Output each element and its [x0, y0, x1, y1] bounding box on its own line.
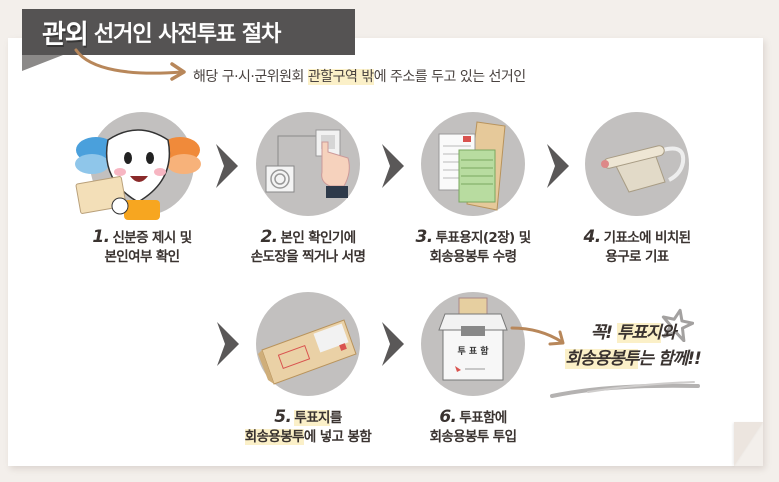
note-highlight: 회송용봉투: [565, 349, 639, 369]
note-highlight: 투표지: [616, 323, 662, 343]
step-6-circle: 투 표 함: [421, 292, 525, 396]
step-number: 4.: [583, 227, 602, 247]
curved-arrow-icon: [510, 326, 565, 346]
step-text: 신분증 제시 및: [112, 230, 192, 246]
subtitle-highlight: 관할구역 밖: [307, 69, 374, 85]
title-strong: 관외: [42, 19, 89, 50]
svg-text:투 표 함: 투 표 함: [457, 345, 489, 357]
ballot-box-icon: 투 표 함: [438, 297, 508, 381]
ballot-papers-envelope-icon: [438, 121, 506, 211]
step-5: 5.투표지를 회송용봉투에 넣고 봉함: [228, 292, 388, 447]
step-text: 에 넣고 봉함: [303, 429, 372, 445]
banner-tail: [22, 55, 63, 71]
step-4-circle: [585, 112, 689, 216]
chevron-right-icon: [382, 144, 404, 188]
step-5-circle: [256, 292, 360, 396]
step-number: 3.: [415, 227, 433, 247]
step-3-circle: [421, 112, 525, 216]
step-3: 3.투표용지(2장) 및 회송용봉투 수령: [393, 112, 553, 267]
content-card: [8, 38, 763, 466]
subtitle-part: 에 주소를 두고 있는 선거인: [373, 69, 526, 85]
step-text: 손도장을 찍거나 서명: [250, 249, 366, 265]
mascot-with-id-card-icon: [75, 129, 201, 220]
chevron-right-icon: [547, 144, 569, 188]
step-4-label: 4.기표소에 비치된 용구로 기표: [557, 228, 717, 267]
step-text: 본인 확인기에: [280, 230, 357, 246]
subtitle-part: 해당 구·시·군위원회: [193, 69, 308, 85]
step-text: 용구로 기표: [605, 249, 669, 265]
step-6-label: 6.투표함에 회송용봉투 투입: [393, 408, 553, 447]
page-fold-flap: [734, 422, 763, 466]
sealed-envelope-icon: [258, 319, 357, 385]
reminder-note: 꼭! 투표지와 회송용봉투는 함께!!: [548, 320, 718, 372]
curved-arrow-icon: [74, 48, 186, 81]
step-5-label: 5.투표지를 회송용봉투에 넣고 봉함: [228, 408, 388, 447]
step-text-highlight: 회송용봉투: [244, 429, 304, 445]
step-3-label: 3.투표용지(2장) 및 회송용봉투 수령: [393, 228, 553, 267]
title-banner: 관외 선거인 사전투표 절차: [22, 9, 355, 55]
step-2: 2.본인 확인기에 손도장을 찍거나 서명: [228, 112, 388, 267]
ballot-stamp-tool-icon: [601, 145, 686, 193]
step-number: 6.: [439, 407, 457, 427]
step-text: 투표함에: [459, 410, 507, 426]
note-line-1: 꼭! 투표지와: [590, 323, 676, 343]
step-2-circle: [256, 112, 360, 216]
step-6: 투 표 함 6.투표함에 회송용봉투 투입: [393, 292, 553, 447]
step-text: 를: [329, 410, 342, 426]
step-text-highlight: 투표지: [294, 410, 330, 426]
step-number: 2.: [260, 227, 278, 247]
step-4: 4.기표소에 비치된 용구로 기표: [557, 112, 717, 267]
brush-underline: [550, 381, 700, 398]
step-text: 투표용지(2장) 및: [435, 230, 532, 246]
chevron-right-icon: [217, 322, 239, 366]
subtitle: 해당 구·시·군위원회 관할구역 밖에 주소를 두고 있는 선거인: [193, 66, 526, 86]
chevron-right-icon: [382, 322, 404, 366]
page-title: 선거인 사전투표 절차: [93, 22, 281, 47]
chevron-right-icon: [216, 144, 238, 188]
step-1: 1.신분증 제시 및 본인여부 확인: [62, 112, 222, 267]
step-2-label: 2.본인 확인기에 손도장을 찍거나 서명: [228, 228, 388, 267]
step-text: 회송용봉투 투입: [429, 429, 517, 445]
step-text: 기표소에 비치된: [603, 230, 691, 246]
step-1-circle: [75, 112, 201, 220]
step-text: 본인여부 확인: [104, 249, 180, 265]
fingerprint-scanner-icon: [265, 129, 350, 198]
step-number: 1.: [92, 227, 110, 247]
step-text: 회송용봉투 수령: [429, 249, 517, 265]
step-1-label: 1.신분증 제시 및 본인여부 확인: [62, 228, 222, 267]
step-number: 5.: [274, 407, 292, 427]
star-icon: [661, 308, 694, 342]
note-line-2: 회송용봉투는 함께!!: [565, 349, 702, 369]
